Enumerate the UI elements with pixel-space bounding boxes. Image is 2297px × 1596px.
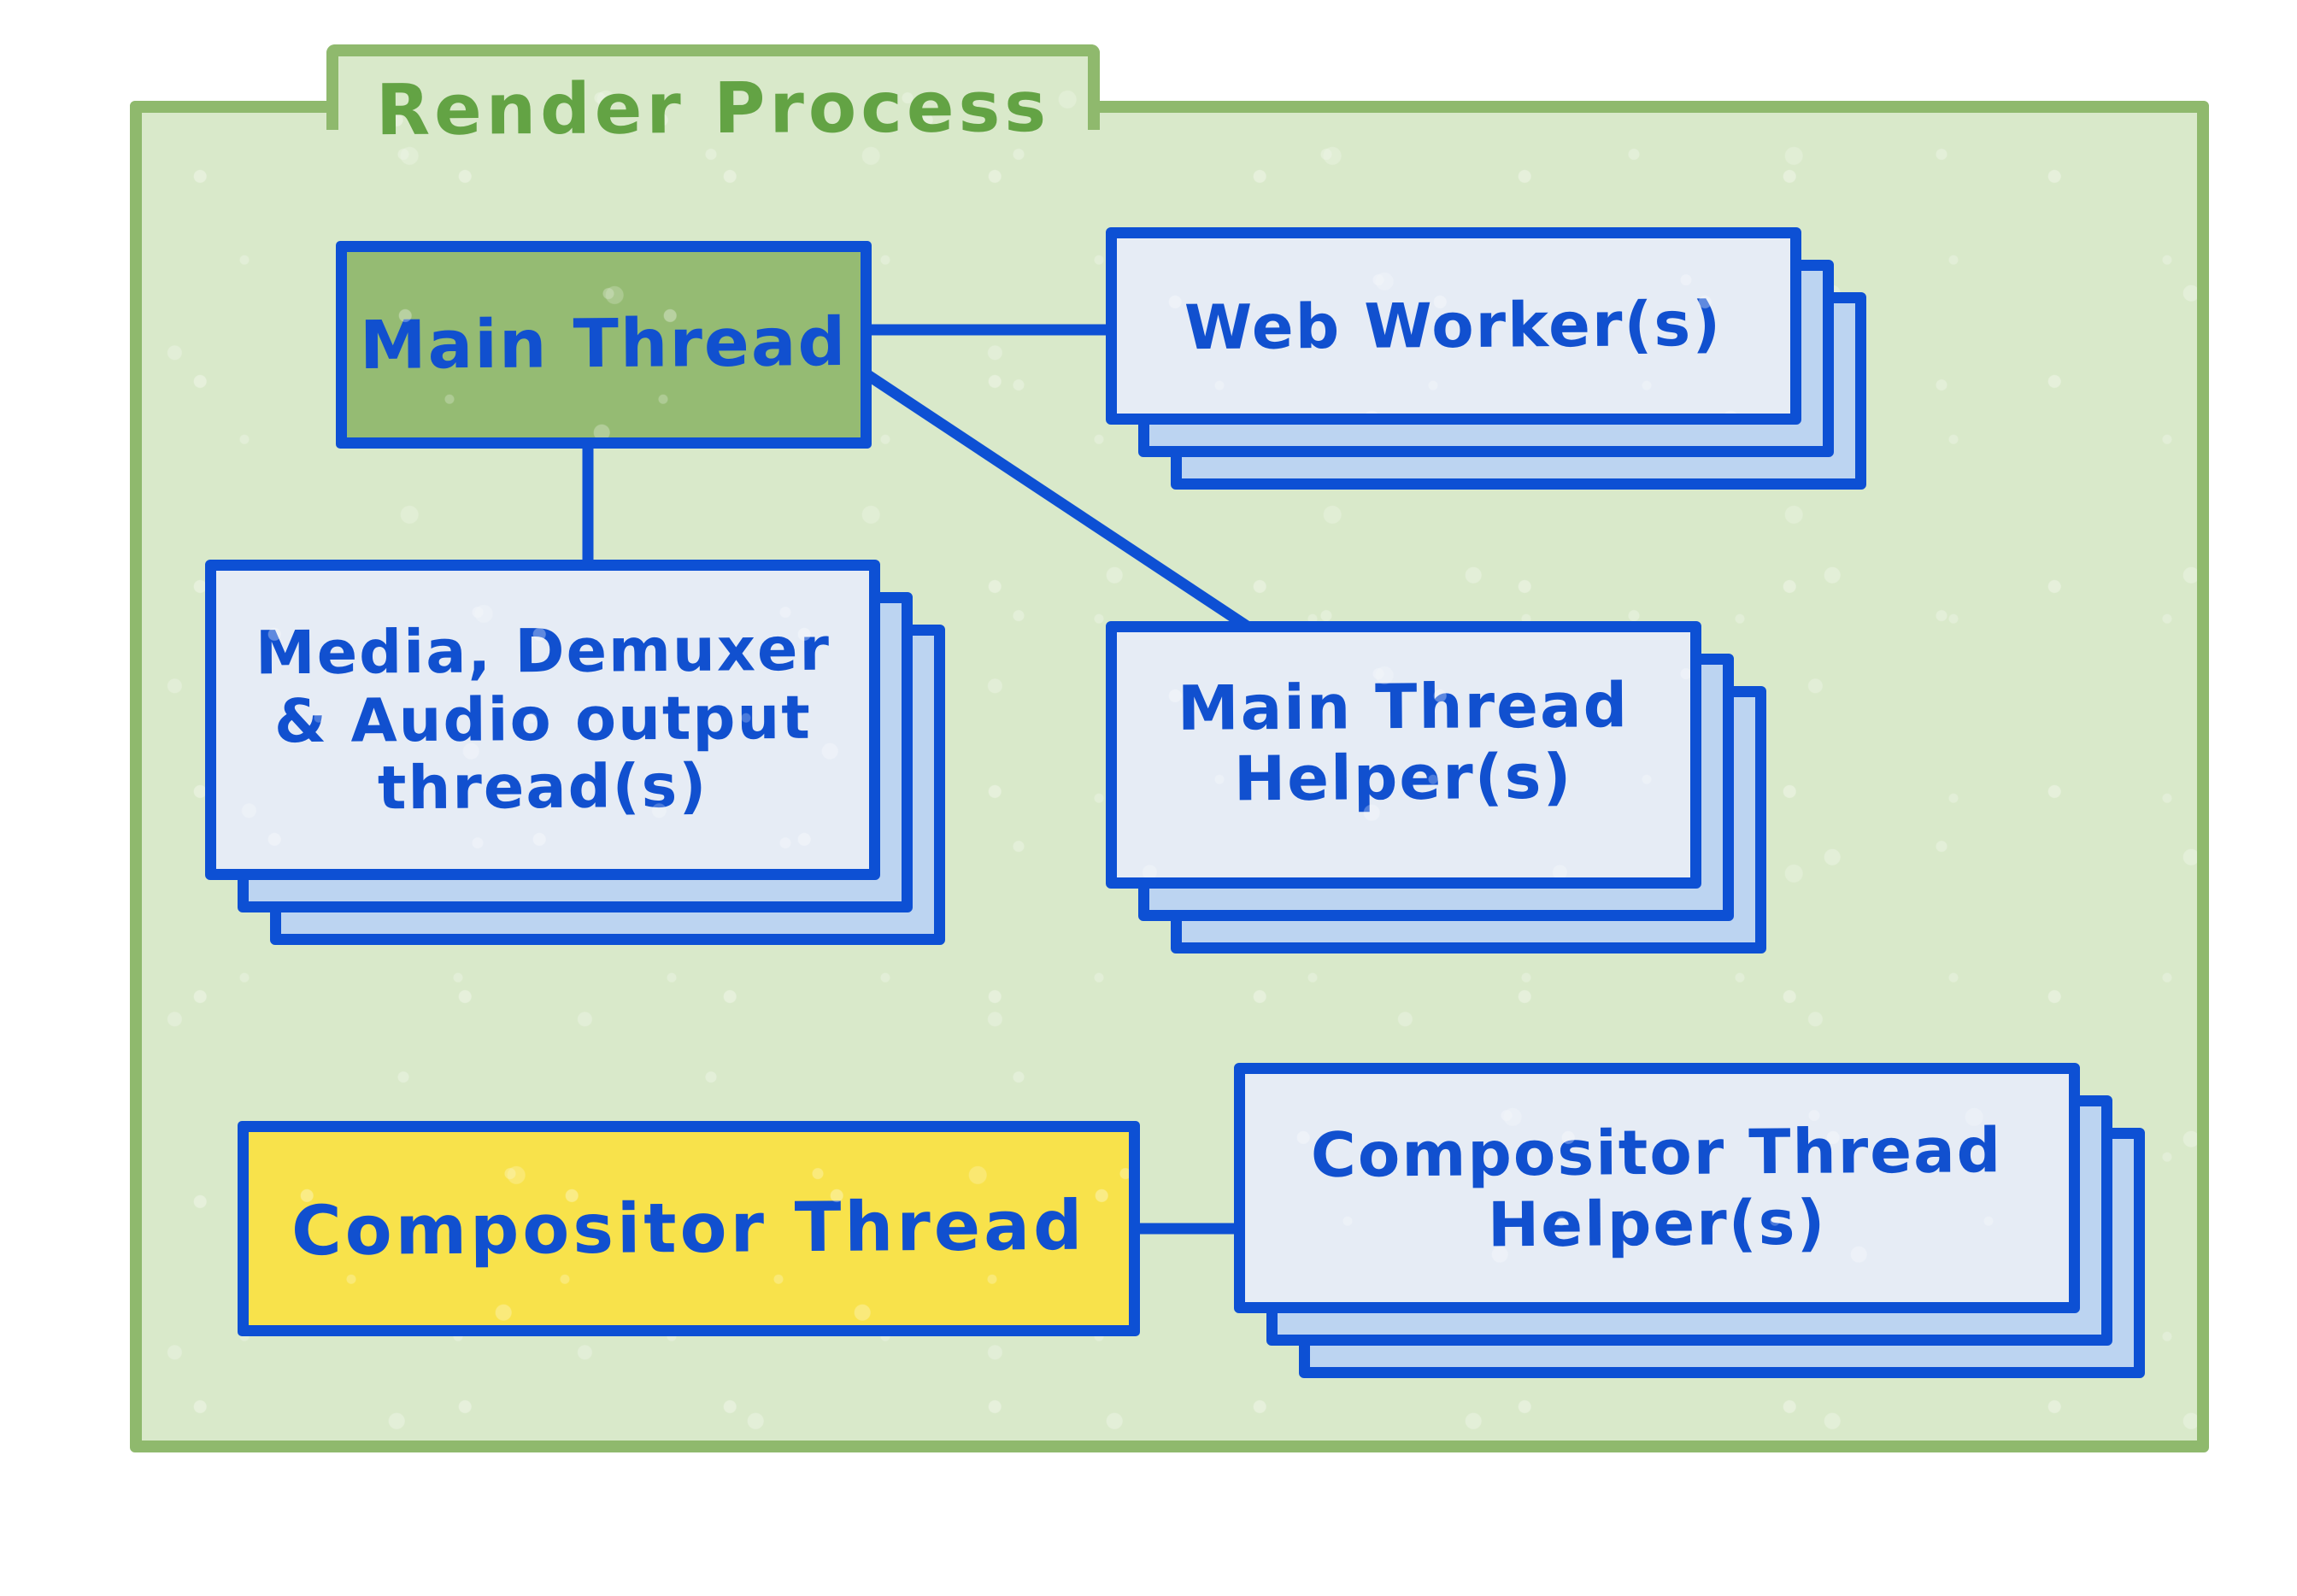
main-thread-label: Main Thread (360, 303, 848, 384)
render-process-folder-tab (326, 44, 1100, 130)
node-main-thread-helpers: Main Thread Helper(s) (1106, 621, 1766, 953)
diagram-title: Render Process (375, 66, 1051, 152)
stacked-card-front: Web Worker(s) (1106, 227, 1801, 425)
main-thread-helpers-label-line1: Main Thread (1178, 669, 1630, 745)
stacked-card-front: Main Thread Helper(s) (1106, 621, 1701, 889)
stacked-card-front: Compositor Thread Helper(s) (1234, 1063, 2080, 1313)
media-threads-label-line3: thread(s) (377, 751, 708, 824)
media-threads-label-line2: & Audio output (273, 682, 812, 756)
node-main-thread: Main Thread (336, 241, 872, 449)
media-threads-label-line1: Media, Demuxer (255, 613, 831, 689)
node-compositor-thread-helpers: Compositor Thread Helper(s) (1234, 1063, 2145, 1378)
compositor-helpers-label-line1: Compositor Thread (1311, 1114, 2003, 1192)
stacked-card-front: Media, Demuxer & Audio output thread(s) (205, 560, 880, 880)
main-thread-helpers-label-line2: Helper(s) (1234, 740, 1573, 814)
web-workers-label: Web Worker(s) (1184, 288, 1723, 364)
node-web-workers: Web Worker(s) (1106, 227, 1866, 490)
node-compositor-thread: Compositor Thread (238, 1121, 1140, 1336)
compositor-helpers-label-line2: Helper(s) (1487, 1186, 1827, 1260)
compositor-thread-label: Compositor Thread (291, 1185, 1086, 1271)
node-media-demuxer-audio-threads: Media, Demuxer & Audio output thread(s) (205, 560, 945, 945)
